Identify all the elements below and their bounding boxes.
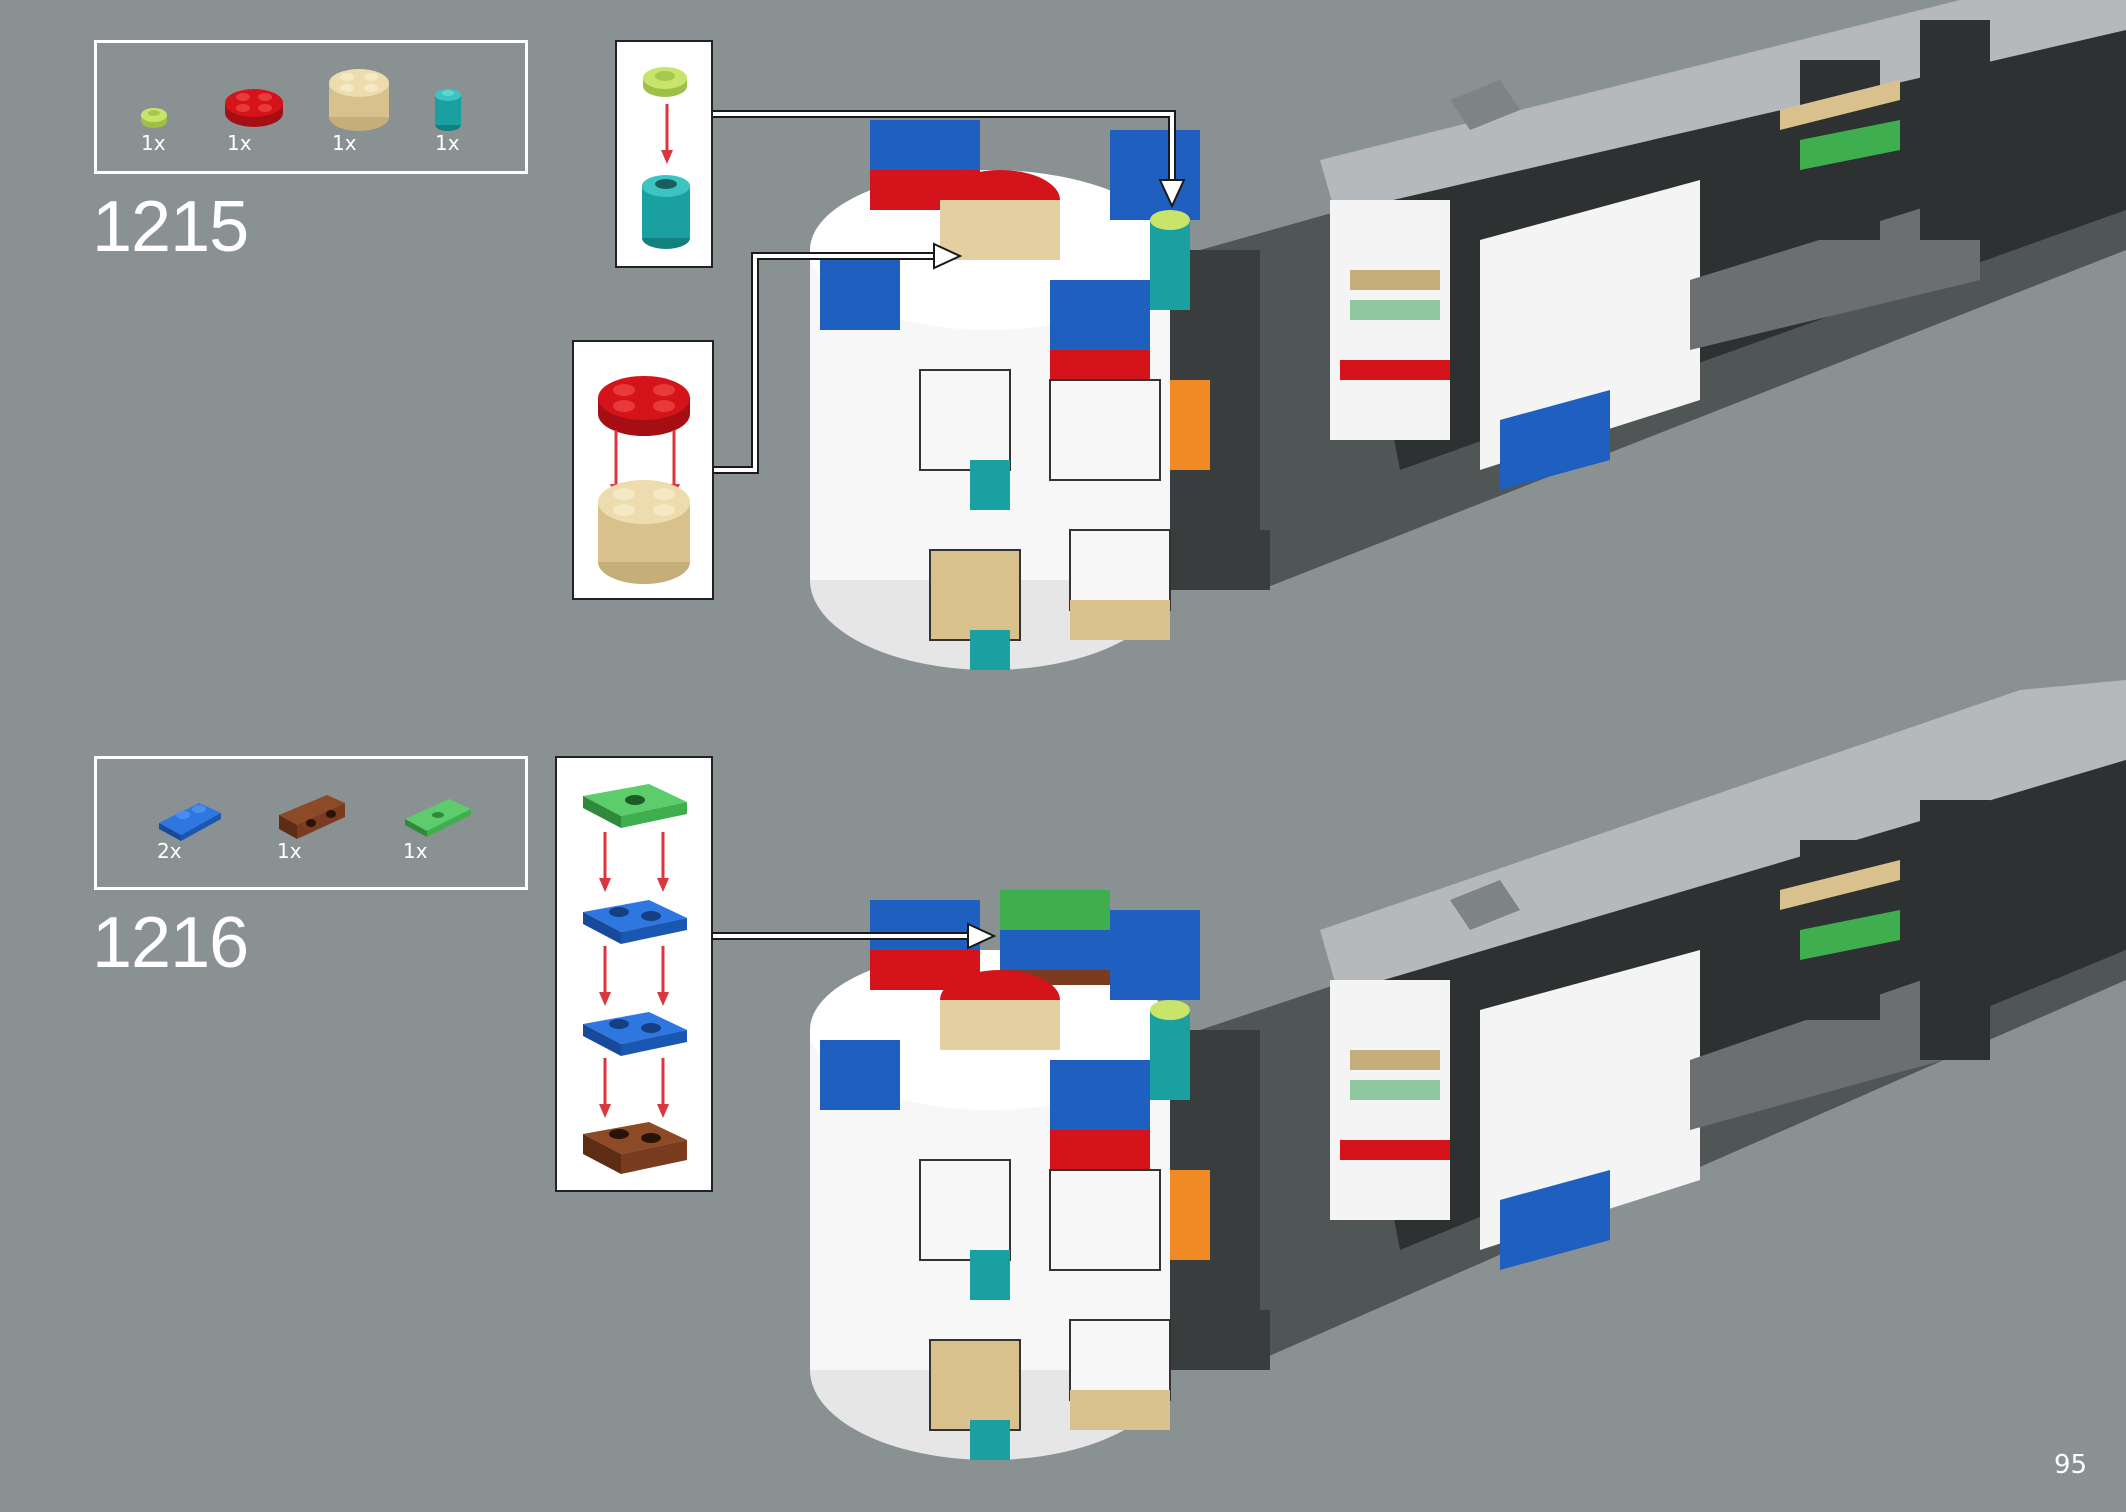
red-round-plate-icon bbox=[225, 89, 283, 127]
green-jumper-plate-icon bbox=[405, 799, 471, 837]
model-render-1216 bbox=[713, 680, 2126, 1460]
part-qty: 2x bbox=[157, 839, 182, 863]
step-number: 1215 bbox=[92, 187, 249, 267]
teal-round-brick-icon bbox=[435, 89, 461, 131]
blue-plate-icon bbox=[583, 900, 687, 944]
brown-bracket-icon bbox=[583, 1122, 687, 1174]
blue-plate-icon bbox=[583, 1012, 687, 1056]
part-qty: 1x bbox=[141, 131, 166, 155]
blue-plate-icon bbox=[159, 803, 221, 841]
part-qty: 1x bbox=[332, 131, 357, 155]
tan-round-brick-icon bbox=[329, 69, 389, 131]
part-qty: 1x bbox=[403, 839, 428, 863]
red-round-plate-icon bbox=[598, 376, 690, 436]
down-arrow-icon bbox=[599, 946, 669, 1006]
lime-round-plate-icon bbox=[141, 108, 167, 128]
step-number: 1216 bbox=[92, 903, 249, 983]
green-jumper-plate-icon bbox=[583, 784, 687, 828]
sub-assembly-callout bbox=[572, 340, 714, 600]
tan-round-brick-icon bbox=[598, 480, 690, 584]
part-qty: 1x bbox=[435, 131, 460, 155]
sub-assembly-callout bbox=[555, 756, 713, 1192]
down-arrow-icon bbox=[661, 104, 673, 164]
page-number: 95 bbox=[2054, 1450, 2088, 1480]
part-qty: 1x bbox=[227, 131, 252, 155]
brown-bracket-icon bbox=[279, 795, 345, 839]
teal-round-brick-icon bbox=[642, 175, 690, 249]
down-arrow-icon bbox=[599, 832, 669, 892]
sub-assembly-callout bbox=[615, 40, 713, 268]
down-arrow-icon bbox=[599, 1058, 669, 1118]
part-qty: 1x bbox=[277, 839, 302, 863]
model-render-1215 bbox=[713, 0, 2126, 670]
parts-list-1216: 2x 1x 1x bbox=[94, 756, 528, 890]
parts-list-1215: 1x 1x 1x 1x bbox=[94, 40, 528, 174]
lime-round-plate-icon bbox=[643, 67, 687, 97]
